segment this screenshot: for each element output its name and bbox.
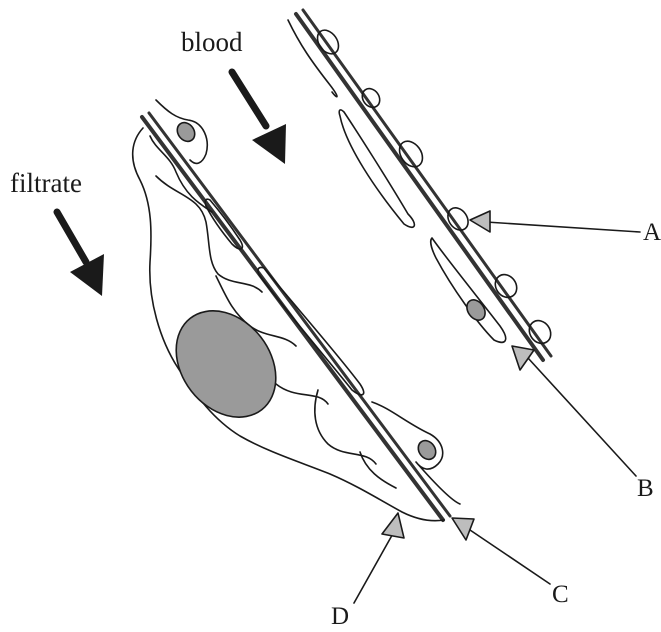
- left-basement-membrane-inner: [149, 113, 450, 516]
- left-endothelial-nucleus-bottom: [415, 437, 440, 463]
- filtrate-flow-arrow: [57, 212, 104, 296]
- right-endothelial-nucleus: [463, 296, 489, 323]
- left-endothelium-bottom: [372, 402, 460, 504]
- label-blood: blood: [181, 29, 243, 56]
- right-foot-process: [491, 270, 521, 301]
- podocyte-foot-process: [315, 390, 376, 464]
- blood-flow-arrow: [232, 72, 286, 164]
- label-filtrate: filtrate: [10, 170, 82, 197]
- podocyte-nucleus: [156, 291, 297, 437]
- podocyte-foot-process: [360, 452, 396, 488]
- right-foot-process: [395, 137, 427, 171]
- label-c: C: [552, 582, 569, 607]
- label-b: B: [637, 476, 654, 501]
- label-a: A: [643, 220, 661, 245]
- left-endothelial-nucleus-top: [174, 119, 199, 145]
- pointer-a: [470, 211, 640, 232]
- right-capillary-wall: [288, 10, 555, 360]
- right-basement-membrane-inner: [303, 10, 551, 356]
- pointer-c: [452, 518, 550, 584]
- label-d: D: [331, 604, 349, 629]
- pointer-b: [512, 346, 636, 476]
- pointer-d: [354, 513, 404, 603]
- right-basement-membrane-outer: [296, 14, 543, 360]
